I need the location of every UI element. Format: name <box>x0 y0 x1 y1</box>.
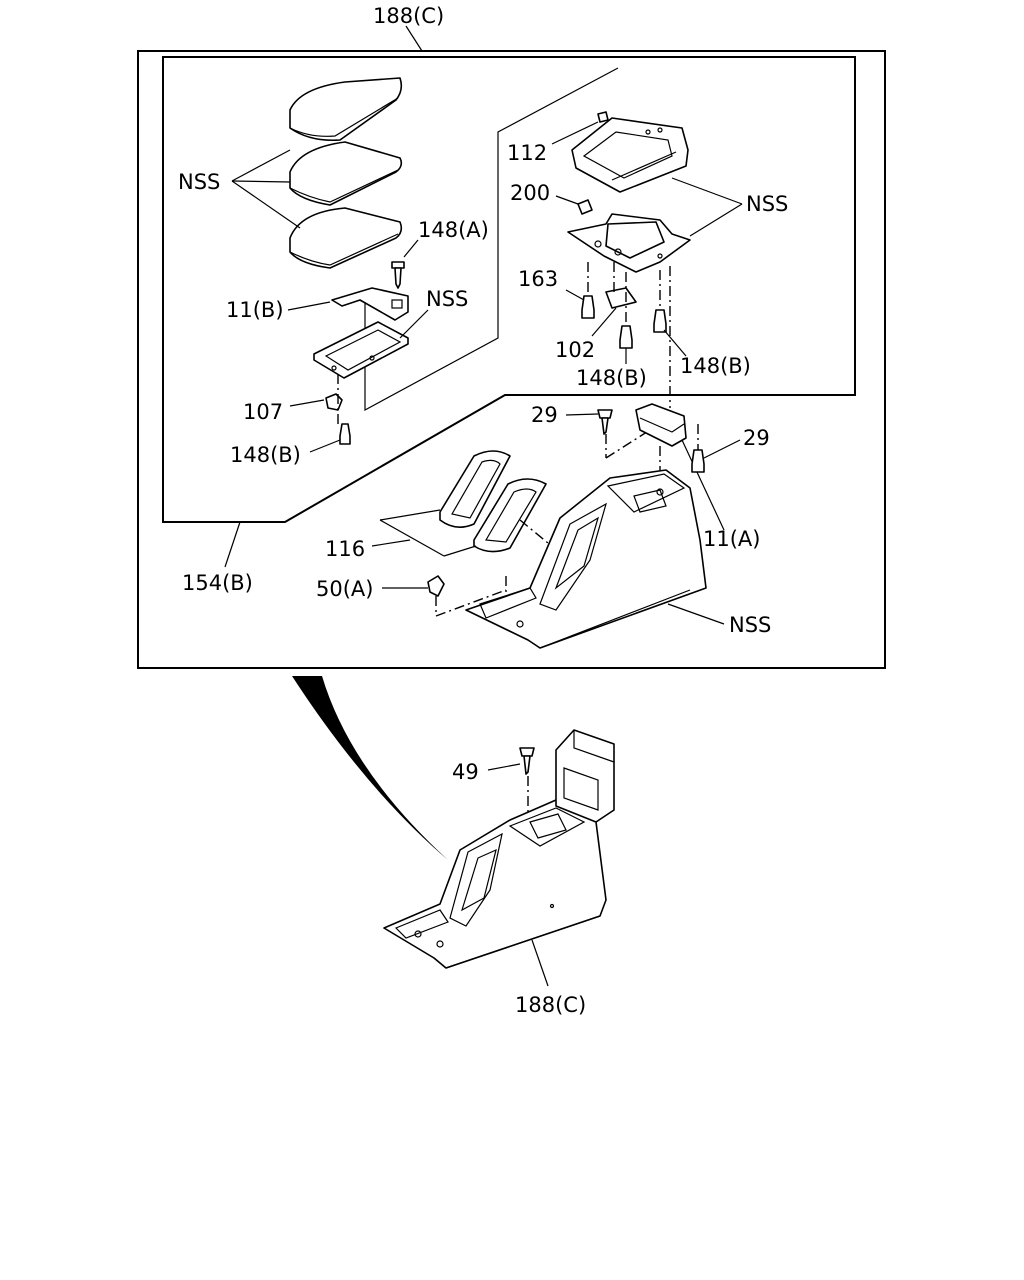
label-112: 112 <box>507 141 547 165</box>
screw-148a <box>391 261 405 289</box>
screw-29-right <box>691 449 705 473</box>
label-nss-bracket: NSS <box>426 287 468 311</box>
screw-49 <box>519 747 535 775</box>
label-107: 107 <box>243 400 283 424</box>
label-29-left: 29 <box>531 403 558 427</box>
armrest-pad-1 <box>289 77 403 142</box>
bracket-102 <box>605 287 637 309</box>
label-nss-armrest: NSS <box>178 170 220 194</box>
clip-50a <box>427 575 445 597</box>
label-nss-box: NSS <box>746 192 788 216</box>
separator-line <box>364 67 619 412</box>
assembled-console <box>383 729 615 969</box>
bracket-11a <box>635 403 687 447</box>
bracket-plate <box>313 321 409 379</box>
clip-107 <box>325 393 343 411</box>
label-148b-left: 148(B) <box>230 443 301 467</box>
bracket-11b <box>331 287 409 321</box>
screw-148b-left <box>339 423 351 445</box>
label-102: 102 <box>555 338 595 362</box>
storage-box <box>567 213 691 273</box>
screw-148b-right <box>653 309 667 333</box>
subassembly-outline <box>162 56 856 523</box>
label-163: 163 <box>518 267 558 291</box>
console-box-lid <box>571 111 689 193</box>
label-188c-bottom: 188(C) <box>515 993 586 1017</box>
screw-163 <box>581 295 595 319</box>
label-116: 116 <box>325 537 365 561</box>
label-11b: 11(B) <box>226 298 284 322</box>
armrest-pad-2 <box>289 141 403 206</box>
screw-148b-mid <box>619 325 633 349</box>
label-49: 49 <box>452 760 479 784</box>
shift-cover-116 <box>439 450 547 553</box>
label-11a: 11(A) <box>703 527 760 551</box>
assembly-arrow <box>292 676 448 860</box>
clip-200 <box>577 199 593 215</box>
label-148a: 148(A) <box>418 218 489 242</box>
center-console-body <box>465 469 707 649</box>
label-148b-mid: 148(B) <box>576 366 647 390</box>
label-50a: 50(A) <box>316 577 373 601</box>
label-29-right: 29 <box>743 426 770 450</box>
label-188c-top: 188(C) <box>373 4 444 28</box>
assembly-frame <box>137 50 886 669</box>
label-200: 200 <box>510 181 550 205</box>
label-154b: 154(B) <box>182 571 253 595</box>
label-148b-right: 148(B) <box>680 354 751 378</box>
armrest-pad-3 <box>289 207 403 269</box>
screw-29-left <box>597 409 613 435</box>
label-nss-console: NSS <box>729 613 771 637</box>
